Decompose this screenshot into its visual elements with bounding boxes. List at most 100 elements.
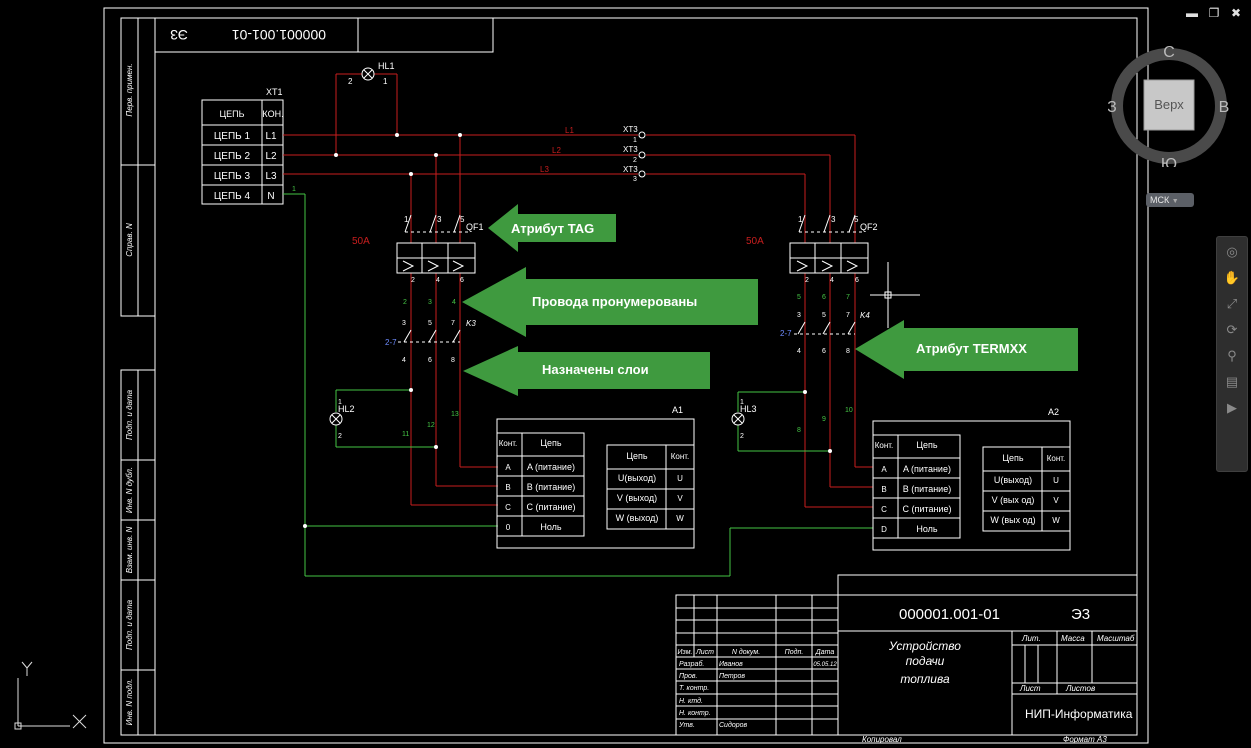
viewcube-south[interactable]: Ю	[1161, 156, 1177, 173]
k4-pin-3: 3	[797, 312, 801, 319]
xt1-row-contact: L2	[265, 151, 277, 162]
a1-output-header-contact: Конт.	[671, 452, 690, 461]
qf1-pin-6: 6	[460, 277, 464, 284]
title-row-name: Петров	[719, 673, 745, 680]
hl1-lamp	[361, 67, 375, 81]
hl2-label: HL2	[338, 404, 355, 414]
top-stamp-code: Э3	[170, 27, 188, 43]
qf1-pin-3: 3	[437, 215, 442, 224]
callout-arrow-tag	[488, 204, 616, 252]
a2-output-header-contact: Конт.	[1047, 454, 1066, 463]
wire-number-12: 12	[427, 422, 435, 429]
a1-output-header-circuit: Цепь	[626, 451, 648, 461]
hl1-pin2: 2	[348, 77, 353, 86]
title-sheet: Лист	[1019, 684, 1041, 693]
a1-input-header-contact: Конт.	[499, 439, 518, 448]
a2-output-contact: U	[1053, 476, 1059, 485]
wire-number-13: 13	[451, 411, 459, 418]
a1-input-circuit: Ноль	[540, 522, 562, 532]
viewcube-face-top[interactable]	[1143, 79, 1195, 131]
close-button[interactable]: ✖	[1230, 6, 1242, 20]
a2-input-contact: C	[881, 505, 887, 514]
minimize-button[interactable]: ▬	[1186, 6, 1198, 20]
title-header: Изм.	[678, 649, 693, 656]
ucs-dropdown-label: МСК	[1150, 195, 1170, 205]
a2-input-header-circuit: Цепь	[916, 440, 938, 450]
xt3-label-1: XT3	[623, 125, 638, 134]
a2-output-header-circuit: Цепь	[1002, 453, 1024, 463]
steering-wheel-icon[interactable]: ◎	[1226, 244, 1238, 259]
qf1-breaker	[396, 214, 476, 274]
k3-pin-7: 7	[451, 320, 455, 327]
hl2-pin1: 1	[338, 399, 342, 406]
title-header: Подп.	[785, 648, 804, 656]
a1-input-contact: A	[505, 463, 511, 472]
a2-label: A2	[1048, 407, 1059, 417]
viewcube-face-label: Верх	[1154, 97, 1184, 112]
junction-dots	[303, 133, 832, 528]
qf2-pin-3: 3	[831, 215, 836, 224]
a2-input-circuit: Ноль	[916, 524, 938, 534]
viewcube[interactable]: Верх С Ю З В	[1107, 44, 1230, 173]
side-stamp-label: Инв. N дубл.	[125, 467, 134, 513]
title-code: Э3	[1071, 606, 1090, 623]
xt1-row-circuit: ЦЕПЬ 4	[214, 191, 251, 202]
a2-input-circuit: B (питание)	[903, 484, 951, 494]
viewcube-north[interactable]: С	[1163, 44, 1175, 61]
a1-input-contact: C	[505, 503, 511, 512]
line-label-l3: L3	[540, 165, 549, 174]
a2-output-contact: V	[1053, 496, 1059, 505]
hl3-label: HL3	[740, 404, 757, 414]
xt1-row-contact: L3	[265, 171, 277, 182]
title-name-1: Устройство	[888, 639, 961, 653]
k4-coil: 2-7	[780, 329, 792, 338]
title-header: Лист	[695, 649, 714, 656]
a2-block	[872, 420, 1071, 551]
viewcube-east[interactable]: В	[1219, 99, 1230, 116]
qf1-pin-1: 1	[404, 215, 409, 224]
callout-text-termxx: Атрибут TERMXX	[916, 341, 1027, 356]
hl3-lamp	[731, 412, 745, 426]
play-icon[interactable]: ▶	[1227, 400, 1237, 415]
title-row-name: Иванов	[719, 661, 743, 668]
title-mass: Масса	[1061, 634, 1085, 643]
walk-icon[interactable]: ⚲	[1227, 348, 1237, 363]
orbit-icon[interactable]: ⟳	[1226, 322, 1238, 337]
chevron-down-icon: ▼	[1171, 198, 1179, 205]
a1-input-header-circuit: Цепь	[540, 438, 562, 448]
k3-pin-5: 5	[428, 320, 432, 327]
side-stamp-label: Справ. N	[125, 223, 134, 257]
k3-coil: 2-7	[385, 338, 397, 347]
callout-arrow-termxx	[855, 320, 1078, 379]
title-doc-number: 000001.001-01	[899, 606, 1000, 623]
qf1-rating: 50A	[352, 236, 370, 247]
ucs-dropdown[interactable]: МСК ▼	[1146, 193, 1194, 207]
a1-output-circuit: V (выход)	[617, 493, 657, 503]
line-label-l1: L1	[565, 126, 574, 135]
viewcube-west[interactable]: З	[1107, 99, 1117, 116]
qf2-rating: 50A	[746, 236, 764, 247]
xt3-terminals	[638, 131, 646, 178]
qf1-label: QF1	[466, 222, 484, 232]
wire-number-10: 10	[845, 407, 853, 414]
side-stamp-label: Инв. N подл.	[125, 679, 134, 726]
xt1-row-contact: N	[267, 191, 274, 202]
title-scale: Масштаб	[1097, 634, 1135, 643]
a2-input-contact: A	[881, 465, 887, 474]
a1-output-contact: W	[676, 514, 684, 523]
a2-output-circuit: U(выход)	[994, 475, 1032, 485]
viewcube-ring[interactable]	[1111, 48, 1227, 164]
title-org: НИП-Информатика	[1025, 707, 1133, 721]
restore-button[interactable]: ❐	[1208, 6, 1220, 20]
pan-icon[interactable]: ✋	[1223, 270, 1241, 285]
k4-pin-7: 7	[846, 312, 850, 319]
side-stamp-label: Подп. и дата	[125, 599, 134, 650]
wire-number-6: 6	[822, 294, 826, 301]
title-row-role: Утв.	[678, 722, 695, 729]
a1-input-contact: 0	[506, 523, 511, 532]
title-row-role: Н. ктд.	[679, 697, 703, 705]
a1-input-circuit: A (питание)	[527, 462, 575, 472]
zoom-extents-icon[interactable]: ⤢	[1226, 296, 1238, 311]
showmotion-icon[interactable]: ▤	[1225, 374, 1239, 389]
